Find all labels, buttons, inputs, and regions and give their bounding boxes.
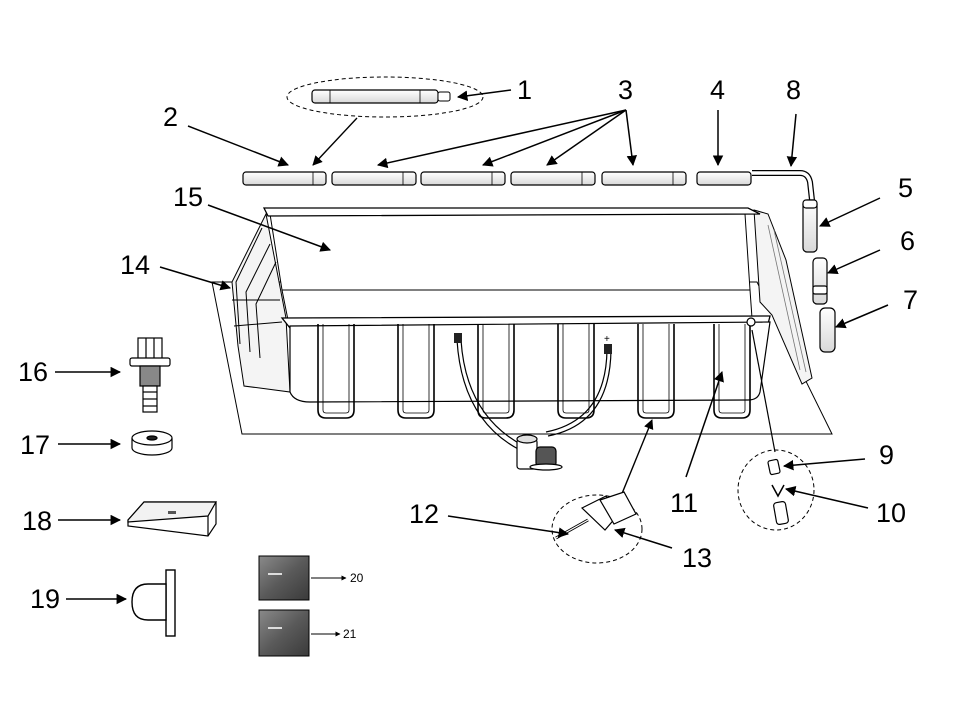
callout-19: 19	[30, 584, 60, 614]
callout-4: 4	[710, 75, 725, 105]
pool-illustration: +	[211, 207, 833, 471]
part-19-plug	[131, 569, 176, 637]
filter-pump	[516, 434, 563, 471]
callout-6: 6	[900, 226, 915, 256]
callout-3: 3	[618, 75, 633, 105]
part-20-cover	[258, 555, 310, 601]
callout-10: 10	[876, 498, 906, 528]
callout-12: 12	[409, 499, 439, 529]
plus-mark: +	[604, 334, 610, 345]
part-21-cover	[258, 609, 310, 657]
callout-8: 8	[786, 75, 801, 105]
top-beams	[242, 171, 752, 186]
callout-21: 21	[343, 627, 357, 641]
callout-9: 9	[879, 440, 894, 470]
beam-seams	[312, 172, 674, 185]
callout-1: 1	[517, 75, 532, 105]
detail-9-10	[737, 329, 815, 531]
part-17-washer	[131, 430, 173, 456]
callout-11: 11	[670, 488, 698, 518]
small-leader-arrows	[311, 575, 347, 637]
callout-20: 20	[350, 571, 364, 585]
callout-15: 15	[173, 182, 203, 212]
callout-7: 7	[903, 285, 918, 315]
part-16-adapter	[129, 337, 171, 413]
callout-18: 18	[22, 506, 52, 536]
callout-17: 17	[20, 430, 50, 460]
callout-5: 5	[898, 173, 913, 203]
callout-2: 2	[163, 102, 178, 132]
beam-detail	[286, 76, 484, 166]
detail-12-13	[551, 419, 654, 564]
part-18-patch	[127, 501, 218, 537]
corner-joint-and-leg	[752, 170, 836, 353]
callout-labels: 1 2 3 4 5 6 7 8 9 10 11 12 13 14 15 16 1…	[18, 75, 918, 641]
callout-13: 13	[682, 543, 712, 573]
leader-arrows	[55, 89, 889, 605]
callout-14: 14	[120, 250, 150, 280]
callout-16: 16	[18, 357, 48, 387]
